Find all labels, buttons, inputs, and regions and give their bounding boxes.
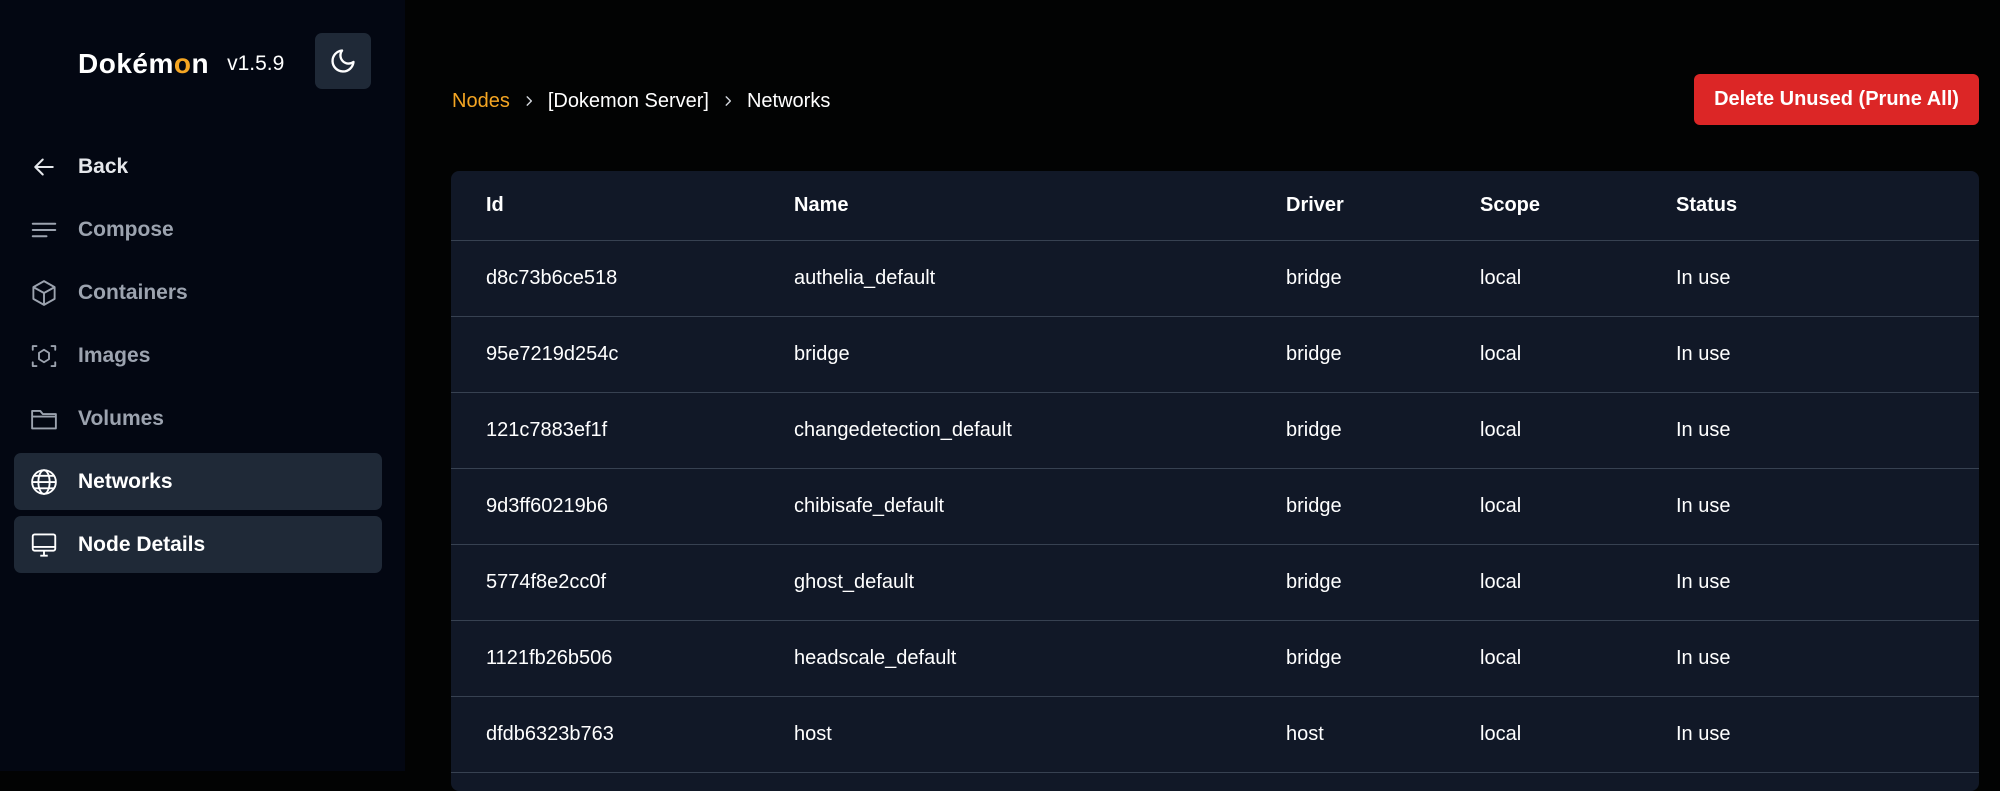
column-header-driver: Driver: [1286, 171, 1480, 241]
cell-scope: local: [1480, 544, 1676, 621]
lines-icon: [28, 214, 60, 246]
cell-id: 95e7219d254c: [451, 316, 794, 393]
networks-table: Id Name Driver Scope Status d8c73b6ce518…: [451, 171, 1979, 791]
breadcrumb-server: [Dokemon Server]: [547, 89, 709, 112]
sidebar-item-images[interactable]: Images: [14, 327, 382, 384]
breadcrumb: Nodes [Dokemon Server] Networks: [452, 86, 830, 116]
monitor-icon: [28, 529, 60, 561]
sidebar-item-volumes[interactable]: Volumes: [14, 390, 382, 447]
cell-scope: local: [1480, 240, 1676, 317]
globe-icon: [28, 466, 60, 498]
app-logo[interactable]: Dokémon: [78, 48, 210, 79]
table-row[interactable]: 1121fb26b506 headscale_default bridge lo…: [451, 620, 1979, 697]
cell-driver: bridge: [1286, 620, 1480, 697]
cell-driver: bridge: [1286, 316, 1480, 393]
sidebar: Dokémon v1.5.9 Back Compose Containers: [0, 0, 405, 771]
table-row[interactable]: 95e7219d254c bridge bridge local In use: [451, 316, 1979, 393]
cell-driver: bridge: [1286, 240, 1480, 317]
sidebar-item-networks[interactable]: Networks: [14, 453, 382, 510]
cell-id: 1121fb26b506: [451, 620, 794, 697]
sidebar-item-back[interactable]: Back: [14, 138, 382, 195]
table-row[interactable]: d8c73b6ce518 authelia_default bridge loc…: [451, 240, 1979, 317]
cell-name: chibisafe_default: [794, 468, 1286, 545]
sidebar-item-label: Volumes: [78, 406, 164, 430]
cell-status: In use: [1676, 544, 1979, 621]
cell-id: dfdb6323b763: [451, 696, 794, 773]
table-row[interactable]: 121c7883ef1f changedetection_default bri…: [451, 392, 1979, 469]
column-header-status: Status: [1676, 171, 1979, 241]
cell-scope: local: [1480, 392, 1676, 469]
cell-name: headscale_default: [794, 620, 1286, 697]
cell-scope: local: [1480, 696, 1676, 773]
moon-icon: [331, 49, 355, 73]
sidebar-item-label: Networks: [78, 469, 173, 493]
sidebar-item-label: Images: [78, 343, 151, 367]
sidebar-item-containers[interactable]: Containers: [14, 264, 382, 321]
cell-id: d8c73b6ce518: [451, 240, 794, 317]
prune-all-button[interactable]: Delete Unused (Prune All): [1694, 74, 1979, 125]
sidebar-item-label: Node Details: [78, 532, 206, 556]
cell-driver: bridge: [1286, 392, 1480, 469]
sidebar-item-label: Back: [78, 154, 129, 178]
breadcrumb-current: Networks: [746, 89, 831, 112]
column-header-name: Name: [794, 171, 1286, 241]
breadcrumb-nodes-link[interactable]: Nodes: [452, 89, 510, 112]
table-row[interactable]: 9d3ff60219b6 chibisafe_default bridge lo…: [451, 468, 1979, 545]
app-version: v1.5.9: [227, 52, 285, 75]
table-header-row: Id Name Driver Scope Status: [451, 171, 1979, 241]
cell-status: In use: [1676, 620, 1979, 697]
cube-icon: [28, 277, 60, 309]
cell-status: In use: [1676, 240, 1979, 317]
cell-status: In use: [1676, 392, 1979, 469]
folder-icon: [28, 403, 60, 435]
cell-name: ghost_default: [794, 544, 1286, 621]
sidebar-nav: Back Compose Containers Images Volumes: [14, 138, 382, 579]
column-header-scope: Scope: [1480, 171, 1676, 241]
cell-status: In use: [1676, 316, 1979, 393]
cell-driver: bridge: [1286, 468, 1480, 545]
theme-toggle-button[interactable]: [315, 33, 371, 89]
cell-id: 121c7883ef1f: [451, 392, 794, 469]
table-row[interactable]: 5774f8e2cc0f ghost_default bridge local …: [451, 544, 1979, 621]
cell-driver: bridge: [1286, 544, 1480, 621]
cell-status: In use: [1676, 468, 1979, 545]
cell-id: 5774f8e2cc0f: [451, 544, 794, 621]
brand: Dokémon v1.5.9: [78, 44, 284, 84]
cell-id: 9d3ff60219b6: [451, 468, 794, 545]
table-row[interactable]: dfdb6323b763 host host local In use: [451, 696, 1979, 773]
cell-scope: local: [1480, 468, 1676, 545]
sidebar-item-compose[interactable]: Compose: [14, 201, 382, 258]
sidebar-item-label: Compose: [78, 217, 174, 241]
cell-status: In use: [1676, 696, 1979, 773]
chevron-right-icon: [721, 94, 735, 108]
cell-name: bridge: [794, 316, 1286, 393]
sidebar-item-label: Containers: [78, 280, 188, 304]
cell-name: host: [794, 696, 1286, 773]
cell-driver: host: [1286, 696, 1480, 773]
arrow-left-icon: [28, 151, 60, 183]
sidebar-item-node-details[interactable]: Node Details: [14, 516, 382, 573]
image-scan-icon: [28, 340, 60, 372]
cell-scope: local: [1480, 620, 1676, 697]
chevron-right-icon: [522, 94, 536, 108]
cell-name: authelia_default: [794, 240, 1286, 317]
cell-scope: local: [1480, 316, 1676, 393]
column-header-id: Id: [451, 171, 794, 241]
cell-name: changedetection_default: [794, 392, 1286, 469]
